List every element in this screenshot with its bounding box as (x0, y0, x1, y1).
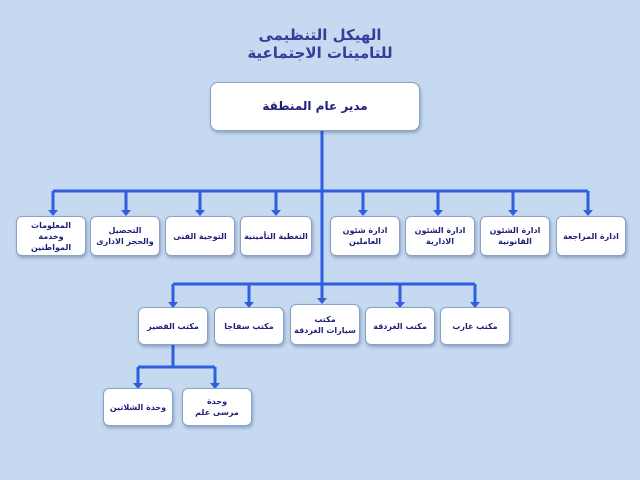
node-office-hurghada-cars: مكتب سيارات الغردقة (290, 304, 360, 345)
node-unit-shalateen: وحدة الشلاتين (103, 388, 173, 426)
arrowhead (48, 210, 58, 216)
arrowhead (508, 210, 518, 216)
arrowhead (358, 210, 368, 216)
arrowhead (317, 298, 327, 304)
arrowhead (470, 302, 480, 308)
node-legal-affairs: ادارة الشئون القانونية (480, 216, 550, 256)
arrowhead (395, 302, 405, 308)
node-office-quseir: مكتب القصير (138, 307, 208, 345)
arrowhead (121, 210, 131, 216)
arrowhead (271, 210, 281, 216)
node-information-services: المعلومات وخدمة المواطنين (16, 216, 86, 256)
node-audit-department: ادارة المراجعة (556, 216, 626, 256)
node-office-hurghada: مكتب الغردقة (365, 307, 435, 345)
node-personnel-affairs: ادارة شئون العاملين (330, 216, 400, 256)
arrowhead (210, 383, 220, 389)
arrowhead (244, 302, 254, 308)
node-office-gharib: مكتب غارب (440, 307, 510, 345)
node-administrative-affairs: ادارة الشئون الادارية (405, 216, 475, 256)
arrowhead (168, 302, 178, 308)
node-technical-guidance: التوجية الفنى (165, 216, 235, 256)
arrowhead (583, 210, 593, 216)
chart-title-line2: للتامينات الاجتماعية (247, 44, 393, 62)
node-collection: التحصيل والحجز الادارى (90, 216, 160, 256)
chart-title-line1: الهيكل التنظيمى (258, 26, 382, 44)
node-office-safaga: مكتب سفاجا (214, 307, 284, 345)
node-unit-marsa-alam: وحدة مرسى علم (182, 388, 252, 426)
arrowhead (195, 210, 205, 216)
arrowhead (133, 383, 143, 389)
node-insurance-coverage: التغطية التأمينية (240, 216, 312, 256)
node-general-manager: مدير عام المنطقة (210, 82, 420, 131)
arrowhead (433, 210, 443, 216)
